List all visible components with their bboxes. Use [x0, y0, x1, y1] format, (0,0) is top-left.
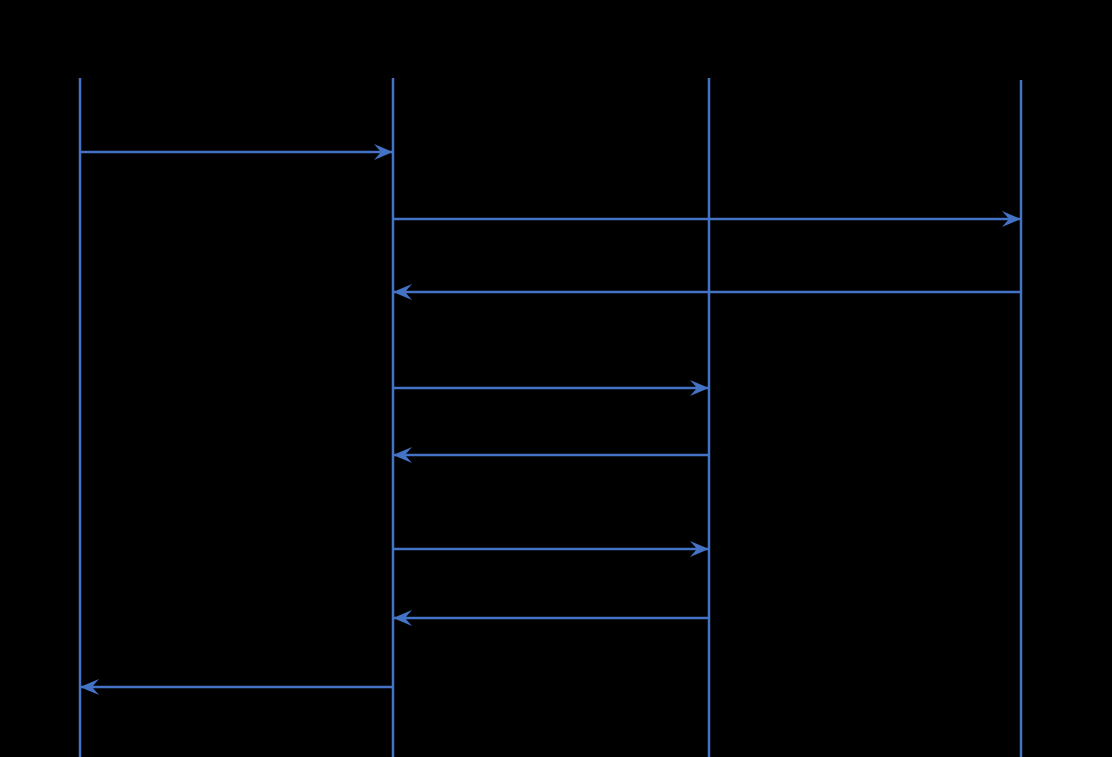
messages-group [80, 144, 1021, 695]
lifelines-group [78, 78, 1023, 757]
